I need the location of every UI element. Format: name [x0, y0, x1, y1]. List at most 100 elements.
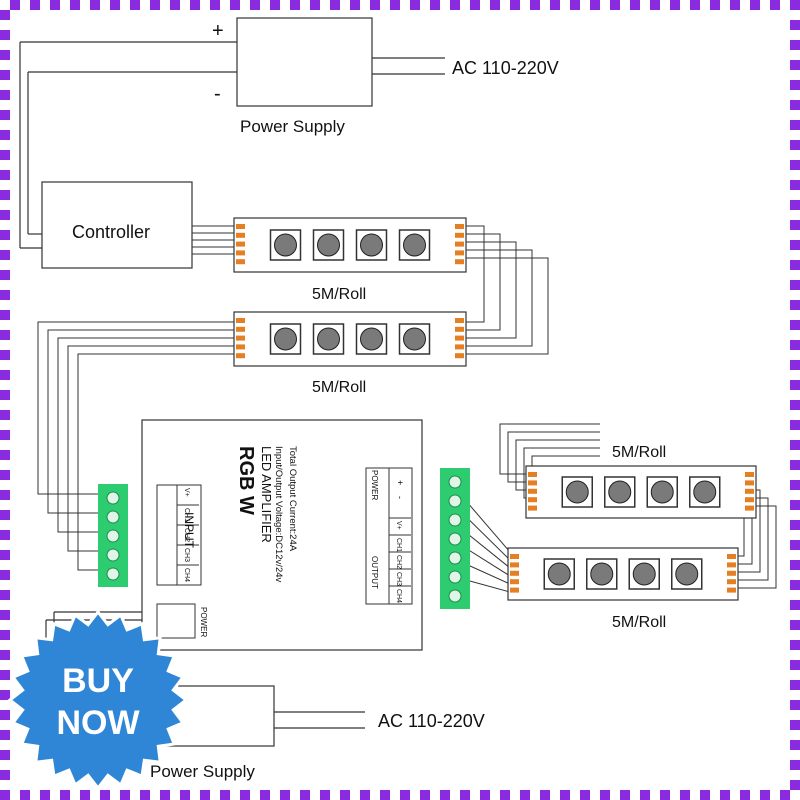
frame-cell	[790, 290, 800, 300]
frame-cell	[790, 150, 800, 160]
frame-cell	[130, 0, 140, 10]
frame-cell	[210, 790, 220, 800]
frame-cell	[0, 710, 10, 720]
output-terminal-block	[440, 468, 470, 609]
frame-cell	[0, 720, 10, 730]
frame-cell	[0, 590, 10, 600]
led-chip-icon	[632, 562, 656, 586]
frame-cell	[790, 770, 800, 780]
frame-cell	[460, 0, 470, 10]
frame-cell	[310, 790, 320, 800]
led-strips	[233, 217, 757, 601]
frame-cell	[20, 790, 30, 800]
frame-cell	[150, 790, 160, 800]
strip-pad	[455, 335, 464, 341]
led-chip-icon	[403, 233, 426, 257]
frame-cell	[790, 200, 800, 210]
frame-cell	[530, 790, 540, 800]
frame-cell	[50, 0, 60, 10]
frame-cell	[0, 280, 10, 290]
frame-cell	[220, 0, 230, 10]
frame-cell	[650, 0, 660, 10]
strip-pad	[727, 562, 736, 568]
terminal-screw-icon	[106, 529, 120, 543]
frame-cell	[190, 0, 200, 10]
frame-cell	[790, 430, 800, 440]
frame-cell	[30, 0, 40, 10]
frame-cell	[0, 370, 10, 380]
frame-cell	[330, 790, 340, 800]
terminal-screw-icon	[106, 510, 120, 524]
strip-pad	[528, 497, 537, 503]
frame-cell	[440, 790, 450, 800]
frame-cell	[790, 400, 800, 410]
frame-cell	[750, 0, 760, 10]
frame-cell	[310, 0, 320, 10]
frame-cell	[0, 630, 10, 640]
frame-cell	[180, 0, 190, 10]
wire	[67, 345, 236, 552]
frame-cell	[760, 790, 770, 800]
strip-pad	[455, 318, 464, 323]
strip-pad	[455, 353, 464, 359]
frame-cell	[70, 790, 80, 800]
frame-cell	[350, 0, 360, 10]
strip-pad	[236, 326, 245, 332]
frame-cell	[790, 330, 800, 340]
frame-cell	[0, 240, 10, 250]
frame-cell	[0, 140, 10, 150]
frame-cell	[790, 750, 800, 760]
strip-pad	[455, 259, 464, 265]
frame-cell	[790, 450, 800, 460]
led-chip-icon	[675, 562, 699, 586]
channel-label: CH4	[395, 589, 402, 603]
frame-cell	[30, 790, 40, 800]
strip-pad	[455, 326, 464, 332]
frame-cell	[0, 260, 10, 270]
wire	[507, 431, 600, 483]
frame-cell	[40, 790, 50, 800]
frame-cell	[390, 0, 400, 10]
frame-cell	[40, 0, 50, 10]
strip-pad	[528, 488, 537, 494]
frame-cell	[580, 790, 590, 800]
terminal-screw-icon	[106, 567, 120, 581]
frame-cell	[440, 0, 450, 10]
strip-pad	[510, 587, 519, 593]
terminal-screw-icon	[448, 532, 462, 546]
channel-label: CH4	[183, 568, 190, 582]
frame-cell	[790, 180, 800, 190]
terminal-screw-icon	[106, 491, 120, 505]
strip-3-label: 5M/Roll	[612, 444, 666, 461]
frame-cell	[790, 60, 800, 70]
frame-cell	[210, 0, 220, 10]
frame-cell	[790, 630, 800, 640]
frame-cell	[790, 20, 800, 30]
frame-cell	[790, 10, 800, 20]
channel-label: V+	[183, 488, 190, 497]
frame-cell	[0, 10, 10, 20]
frame-cell	[110, 790, 120, 800]
frame-cell	[150, 0, 160, 10]
amplifier-subtitle: LED AMPLIFIER	[259, 446, 274, 543]
frame-cell	[250, 790, 260, 800]
frame-cell	[780, 790, 790, 800]
bottom-power-supply-label: Power Supply	[150, 762, 255, 781]
frame-cell	[0, 330, 10, 340]
led-chip-icon	[547, 562, 571, 586]
frame-cell	[0, 350, 10, 360]
output-label: OUTPUT	[370, 556, 379, 589]
frame-cell	[110, 0, 120, 10]
strip-pad	[455, 241, 464, 247]
frame-cell	[370, 0, 380, 10]
frame-cell	[0, 0, 10, 10]
frame-cell	[790, 310, 800, 320]
frame-cell	[300, 0, 310, 10]
buy-now-badge[interactable]: BUY NOW	[7, 609, 189, 791]
wire	[466, 241, 517, 339]
frame-cell	[120, 790, 130, 800]
frame-cell	[790, 530, 800, 540]
frame-cell	[0, 70, 10, 80]
frame-cell	[280, 0, 290, 10]
